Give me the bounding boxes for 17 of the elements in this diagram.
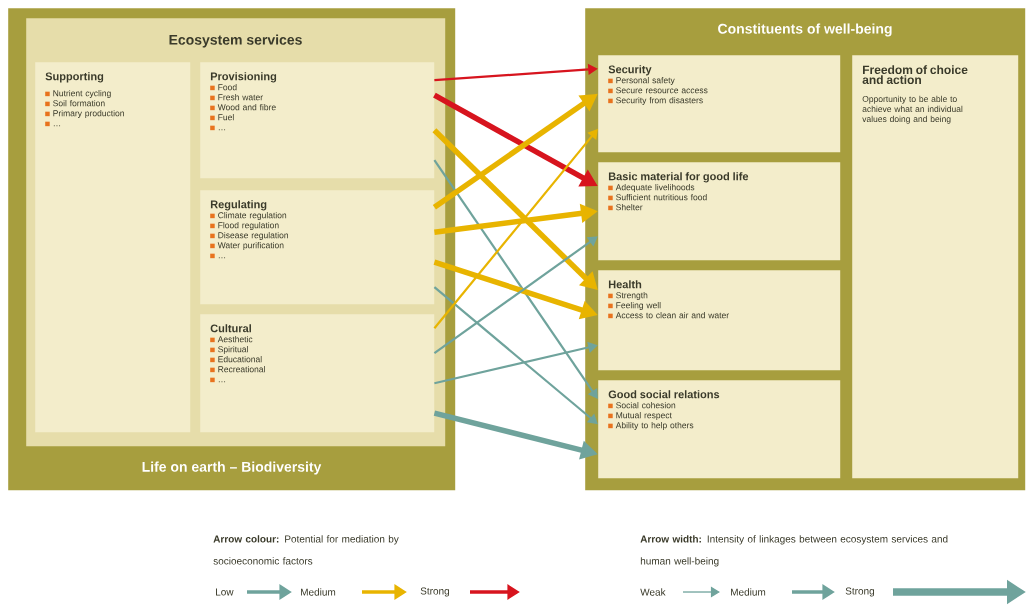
- legend-label: Low: [216, 588, 234, 596]
- legend-label: Weak: [640, 588, 666, 596]
- legend-label: Medium: [731, 588, 766, 596]
- category-box: Supporting Nutrient cycling Soil formation Primary production …: [35, 62, 191, 433]
- legend-label: Strong: [845, 587, 875, 597]
- category-box: Freedom of choice and action Opportunity to be able to achieve what an individual values doing and being: [852, 55, 1019, 479]
- legend-label: Strong: [420, 587, 450, 597]
- legend-heading: Arrow colour: Potential for mediation by socioeconomic factors: [213, 535, 399, 565]
- category-box: Cultural Aesthetic Spiritual Educational Recreational …: [200, 314, 435, 433]
- category-box: Security Personal safety Secure resource access Security from disasters: [598, 55, 841, 153]
- category-box: Provisioning Food Fresh water Wood and fibre Fuel …: [200, 62, 435, 179]
- legend-heading: Arrow width: Intensity of linkages between ecosystem services and human well-being: [640, 535, 948, 567]
- category-box: Regulating Climate regulation Flood regulation Disease regulation Water purification …: [200, 190, 435, 305]
- category-box: Basic material for good life Adequate livelihoods Sufficient nutritious food Shelter: [598, 162, 841, 261]
- legend-label: Medium: [301, 588, 336, 596]
- category-box: Health Strength Feeling well Access to clean air and water: [598, 270, 841, 371]
- category-box: Good social relations Social cohesion Mutual respect Ability to help others: [598, 380, 841, 479]
